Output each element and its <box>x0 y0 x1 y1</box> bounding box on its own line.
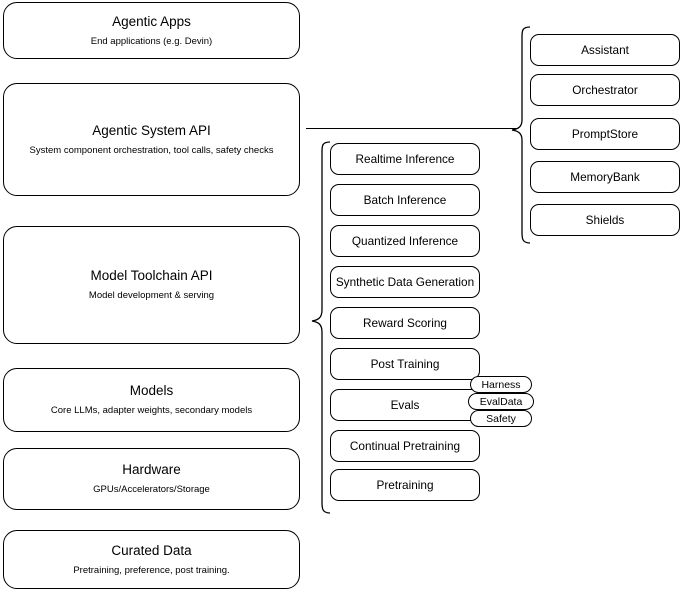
capability-box-continual-pretraining[interactable]: Continual Pretraining <box>330 430 480 462</box>
capability-box-post-training[interactable]: Post Training <box>330 348 480 380</box>
component-box-shields[interactable]: Shields <box>530 204 680 236</box>
capability-label: Pretraining <box>376 477 434 492</box>
capability-label: Post Training <box>370 356 440 371</box>
component-label: MemoryBank <box>570 169 640 184</box>
layer-title: Curated Data <box>111 542 192 558</box>
capability-label: Evals <box>390 397 420 412</box>
layer-title: Agentic Apps <box>112 13 191 29</box>
capability-label: Batch Inference <box>363 192 447 207</box>
layer-box-models[interactable]: Models Core LLMs, adapter weights, secon… <box>3 368 300 432</box>
capability-box-pretraining[interactable]: Pretraining <box>330 469 480 501</box>
eval-badge-label: Harness <box>481 378 521 391</box>
layer-title: Model Toolchain API <box>90 268 213 284</box>
component-box-orchestrator[interactable]: Orchestrator <box>530 74 680 106</box>
layer-title: Models <box>129 383 174 399</box>
brace-agentic-components <box>511 26 531 244</box>
layer-box-agentic-system-api[interactable]: Agentic System API System component orch… <box>3 83 300 196</box>
capability-box-batch-inference[interactable]: Batch Inference <box>330 184 480 216</box>
component-box-promptstore[interactable]: PromptStore <box>530 118 680 150</box>
component-box-memorybank[interactable]: MemoryBank <box>530 161 680 193</box>
layer-title: Hardware <box>122 462 181 478</box>
capability-box-quantized-inference[interactable]: Quantized Inference <box>330 225 480 257</box>
eval-badge-safety[interactable]: Safety <box>470 410 532 427</box>
component-label: Orchestrator <box>572 82 638 97</box>
layer-box-hardware[interactable]: Hardware GPUs/Accelerators/Storage <box>3 448 300 510</box>
capability-box-evals[interactable]: Evals <box>330 389 480 421</box>
capability-label: Continual Pretraining <box>349 438 461 453</box>
eval-badge-evaldata[interactable]: EvalData <box>468 393 534 410</box>
connector-line-agentic-system-api <box>306 128 518 130</box>
layer-title: Agentic System API <box>92 122 211 138</box>
capability-label: Reward Scoring <box>363 315 447 330</box>
component-box-assistant[interactable]: Assistant <box>530 34 680 66</box>
layer-subtitle: Pretraining, preference, post training. <box>73 564 230 576</box>
capability-box-reward-scoring[interactable]: Reward Scoring <box>330 307 480 339</box>
layer-box-agentic-apps[interactable]: Agentic Apps End applications (e.g. Devi… <box>3 2 300 59</box>
layer-box-curated-data[interactable]: Curated Data Pretraining, preference, po… <box>3 530 300 589</box>
layer-subtitle: End applications (e.g. Devin) <box>90 35 213 47</box>
eval-badge-label: Safety <box>486 412 516 425</box>
layer-subtitle: Model development & serving <box>88 290 215 301</box>
capability-box-synthetic-data-generation[interactable]: Synthetic Data Generation <box>330 266 480 298</box>
capability-label: Quantized Inference <box>351 233 459 248</box>
layer-subtitle: Core LLMs, adapter weights, secondary mo… <box>50 405 253 416</box>
eval-badge-harness[interactable]: Harness <box>470 376 532 393</box>
component-label: Assistant <box>581 42 629 57</box>
component-label: Shields <box>585 212 625 227</box>
layer-box-model-toolchain-api[interactable]: Model Toolchain API Model development & … <box>3 226 300 344</box>
layer-subtitle: GPUs/Accelerators/Storage <box>93 484 210 495</box>
component-label: PromptStore <box>571 126 639 141</box>
brace-toolchain-capabilities <box>311 141 331 514</box>
capability-box-realtime-inference[interactable]: Realtime Inference <box>330 143 480 175</box>
capability-label: Realtime Inference <box>355 151 455 166</box>
eval-badge-label: EvalData <box>479 395 523 408</box>
layer-subtitle: System component orchestration, tool cal… <box>29 144 274 156</box>
capability-label: Synthetic Data Generation <box>335 274 475 289</box>
